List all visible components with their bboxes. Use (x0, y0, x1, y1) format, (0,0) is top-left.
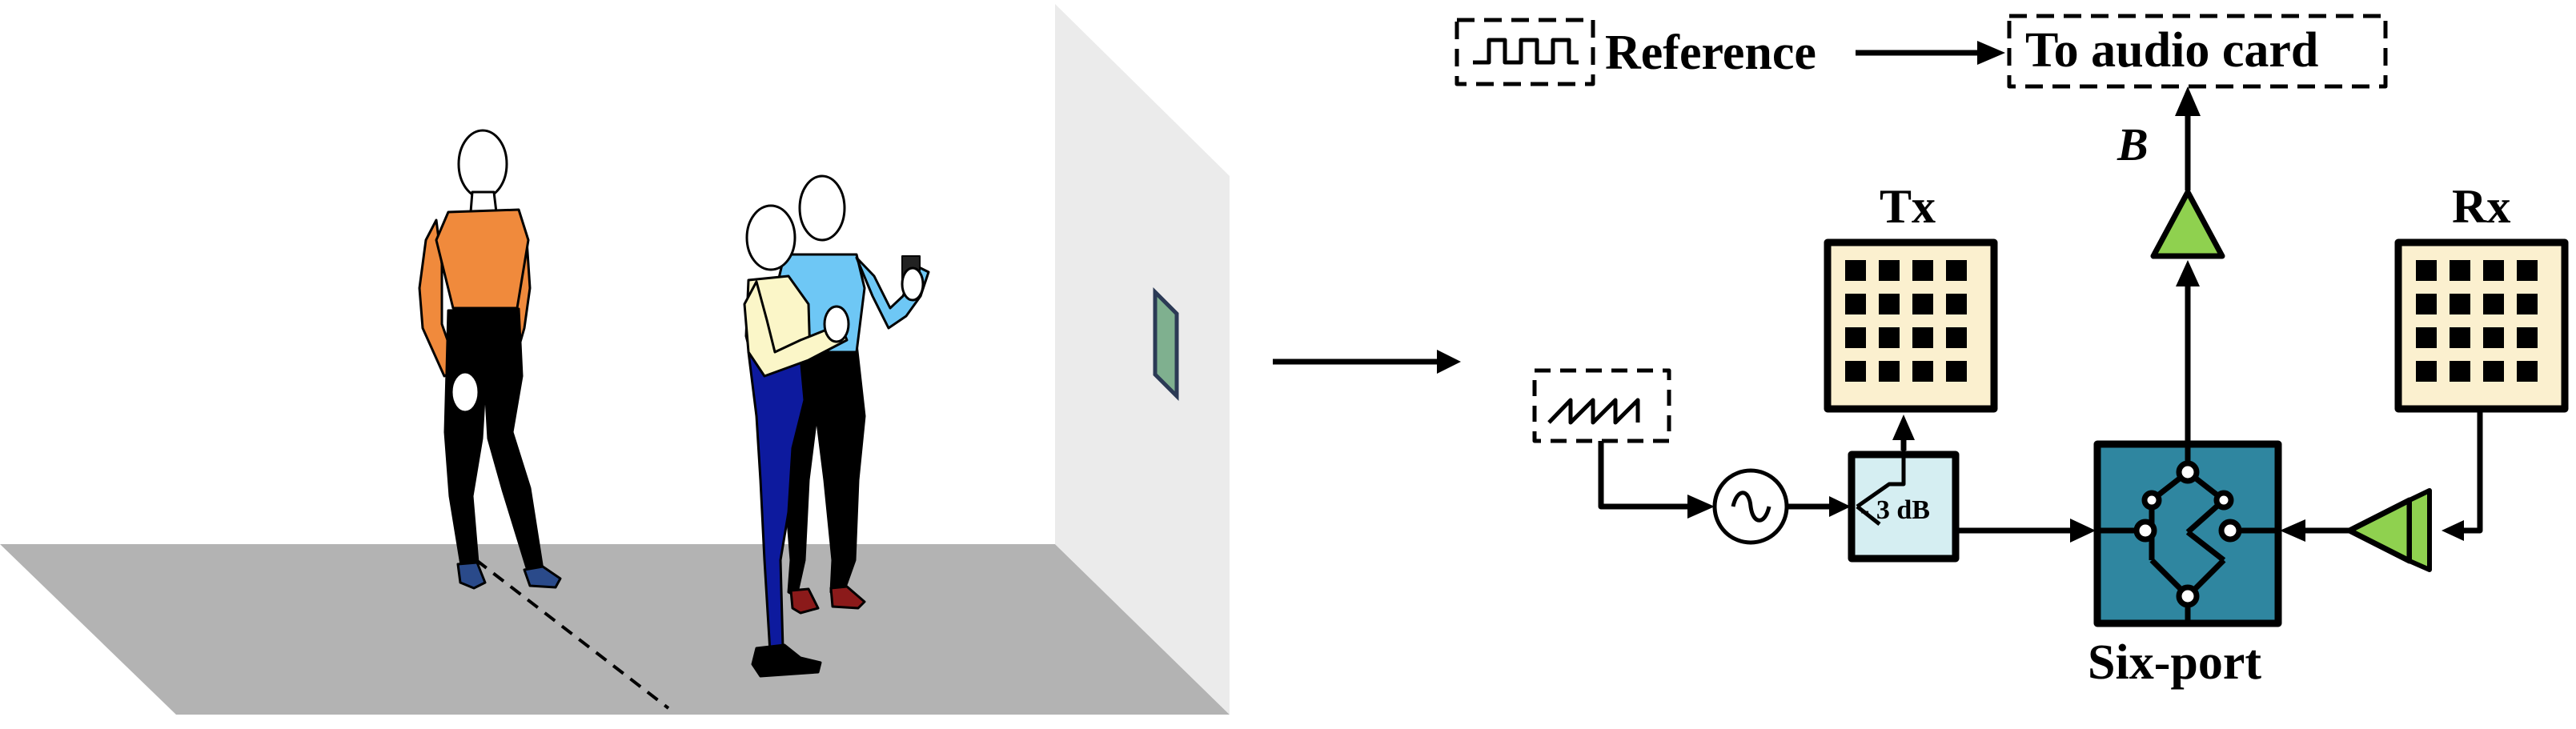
sixport-label: Six-port (2088, 635, 2261, 690)
tx-antenna-element (1946, 260, 1967, 281)
sixport-network-icon (2097, 444, 2278, 623)
coupler-attenuation-label: - 3 dB (1860, 495, 1930, 525)
tx-antenna-element (1879, 361, 1900, 382)
rx-antenna-element (2450, 294, 2470, 314)
rx-antenna-element (2416, 327, 2437, 348)
person-blue-hand (901, 266, 925, 302)
person-orange-torso (435, 208, 530, 310)
person-cream (743, 204, 850, 678)
rx-antenna-elements (2416, 260, 2538, 382)
b-arrowhead (2175, 86, 2201, 116)
person-blue-shoe-left (789, 587, 820, 615)
tx-antenna-element (1879, 327, 1900, 348)
rx-label: Rx (2452, 180, 2510, 233)
ramp-to-vco-arrowhead (1687, 495, 1715, 519)
rx-antenna-element (2517, 260, 2538, 281)
person-blue-head (798, 174, 846, 242)
audio-card-dashed-box (2007, 14, 2388, 89)
room-side-wall (1055, 4, 1230, 715)
tx-antenna-element (1845, 294, 1866, 314)
ramp-to-vco-line (1598, 441, 1689, 510)
audio-card-label: To audio card (2025, 23, 2318, 78)
rx-antenna-element (2517, 294, 2538, 314)
amplifier-up-icon (2150, 189, 2225, 259)
rx-amplifier-back-icon (2407, 488, 2432, 572)
rx-antenna-element (2483, 294, 2504, 314)
person-orange-shoe-left (456, 561, 487, 590)
coupler-to-sixport-arrowhead (2070, 519, 2096, 543)
tx-antenna-element (1845, 327, 1866, 348)
coupler-split-lower (1856, 505, 1881, 526)
rx-antenna-element (2416, 294, 2437, 314)
room-scene (0, 4, 1230, 715)
person-orange-arm-left (418, 218, 459, 378)
wall-window (1153, 286, 1179, 402)
person-cream-head (745, 204, 796, 271)
tx-antenna-element (1912, 361, 1933, 382)
sixport-to-amp-arrowhead (2176, 260, 2200, 286)
tx-antenna-element (1946, 294, 1967, 314)
person-orange-legs (443, 307, 544, 576)
tx-antenna-element (1845, 260, 1866, 281)
amp-to-sixport-arrowhead (2280, 519, 2305, 542)
tx-antenna-array (1824, 238, 1998, 413)
person-blue-shoe-right (829, 585, 866, 610)
tx-label: Tx (1880, 180, 1936, 233)
walking-path-dashed (475, 559, 670, 710)
person-orange-head (457, 129, 508, 199)
vco-to-coupler-arrowhead (1829, 496, 1851, 517)
b-label: B (2117, 118, 2149, 170)
person-cream-arm-forward (743, 280, 849, 378)
block-diagram: Reference To audio card B Tx Rx (1455, 14, 2569, 690)
tx-antenna-element (1946, 361, 1967, 382)
sine-wave-icon (1731, 491, 1772, 523)
rx-antenna-element (2450, 361, 2470, 382)
rx-antenna-element (2517, 327, 2538, 348)
rx-antenna-element (2450, 260, 2470, 281)
rx-antenna-element (2416, 361, 2437, 382)
square-wave-icon (1473, 38, 1579, 65)
tx-antenna-element (1946, 327, 1967, 348)
tx-antenna-element (1912, 294, 1933, 314)
reference-label: Reference (1605, 26, 1816, 80)
rx-antenna-element (2483, 361, 2504, 382)
coupler-split-lines (1856, 451, 1906, 509)
ramp-source (1532, 368, 1671, 443)
tx-antenna-element (1912, 260, 1933, 281)
sawtooth-icon (1547, 398, 1640, 425)
person-cream-shoe (751, 643, 822, 678)
rx-amplifier-icon (2346, 497, 2413, 564)
person-orange (418, 129, 562, 590)
tx-antenna-element (1845, 361, 1866, 382)
tx-antenna-element (1879, 294, 1900, 314)
rx-antenna-element (2450, 327, 2470, 348)
tx-antenna-element (1879, 260, 1900, 281)
rx-antenna-element (2416, 260, 2437, 281)
person-orange-neck (469, 190, 498, 214)
scene-to-diagram-arrow (1273, 350, 1461, 374)
tx-antenna-element (1912, 327, 1933, 348)
person-orange-shoe-right (523, 565, 562, 589)
person-cream-hand (823, 305, 850, 343)
rx-antenna-array (2394, 238, 2569, 413)
reference-arrowhead (1977, 41, 2005, 65)
reference-dashed-box (1455, 18, 1595, 86)
tx-antenna-elements (1845, 260, 1967, 382)
rx-to-amp-arrowhead (2442, 520, 2464, 541)
room-floor (0, 544, 1230, 715)
rx-to-amp-line (2462, 409, 2483, 534)
ramp-dashed-box (1532, 368, 1671, 443)
rx-antenna-element (2517, 361, 2538, 382)
rx-antenna-element (2483, 327, 2504, 348)
reference-source (1455, 18, 1595, 86)
coupler-to-tx-arrowhead (1892, 415, 1915, 440)
person-cream-legs (747, 350, 806, 654)
rx-antenna-element (2483, 260, 2504, 281)
person-orange-hand (450, 371, 480, 414)
